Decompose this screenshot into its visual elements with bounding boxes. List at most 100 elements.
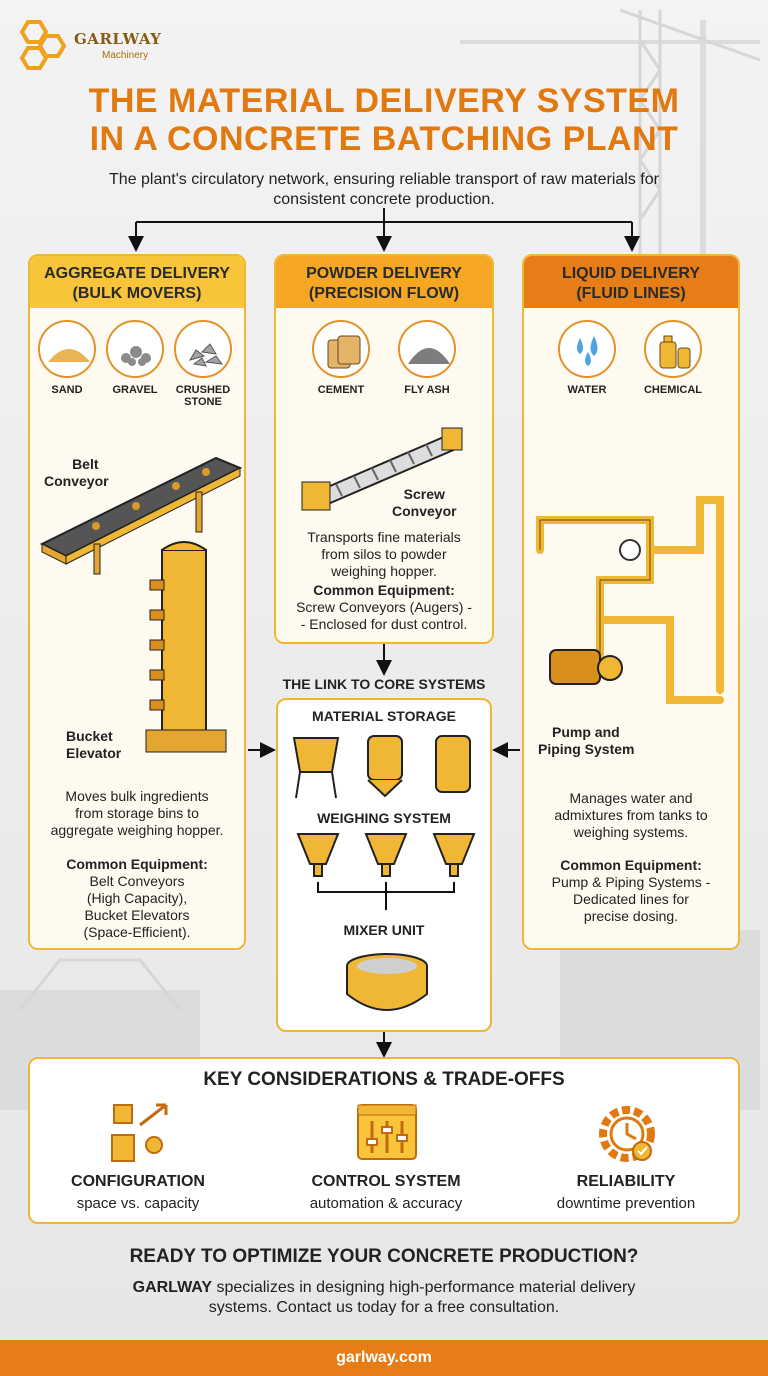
key-considerations-title: KEY CONSIDERATIONS & TRADE-OFFS xyxy=(203,1069,565,1090)
page-title: THE MATERIAL DELIVERY SYSTEM IN A CONCRE… xyxy=(0,82,768,158)
pump-piping-label: Pump and Piping System xyxy=(538,724,634,758)
mixer-unit-icon xyxy=(346,953,428,1011)
hexagon-logo-icon xyxy=(19,20,67,70)
brand-sub: Machinery xyxy=(102,50,149,61)
powder-desc-line-2: from silos to powder xyxy=(321,546,447,562)
liquid-delivery-panel: LIQUID DELIVERY (FLUID LINES) xyxy=(522,254,740,950)
core-systems-box: MATERIAL STORAGE WEIGHING SYSTEM MIXER U… xyxy=(276,698,492,1032)
configuration-desc: space vs. capacity xyxy=(76,1195,200,1212)
cta-text: GARLWAY specializes in designing high-pe… xyxy=(70,1278,698,1318)
belt-conveyor-label: Belt Conveyor xyxy=(44,456,109,490)
aggregate-title-line-2: (BULK MOVERS) xyxy=(72,285,202,302)
aggregate-common-label: Common Equipment: xyxy=(66,856,208,872)
bucket-elevator-icon xyxy=(145,541,227,753)
water-label: WATER xyxy=(567,384,607,396)
powder-title-line-1: POWDER DELIVERY xyxy=(306,265,462,282)
powder-desc-line-1: Transports fine materials xyxy=(307,529,461,545)
screw-conveyor-icon xyxy=(301,427,463,511)
pump-piping-icon xyxy=(536,496,724,704)
sand-label: SAND xyxy=(51,384,83,396)
mixer-unit-title: MIXER UNIT xyxy=(343,922,425,938)
aggregate-common-line-3: Bucket Elevators xyxy=(84,907,190,923)
powder-title-line-2: (PRECISION FLOW) xyxy=(308,285,460,302)
aggregate-description: Moves bulk ingredients from storage bins… xyxy=(30,788,244,839)
gravel-label: GRAVEL xyxy=(112,384,158,396)
crushed-stone-icon xyxy=(174,320,232,378)
aggregate-desc-line-3: aggregate weighing hopper. xyxy=(50,822,224,838)
liquid-desc-line-2: admixtures from tanks to xyxy=(554,807,708,823)
liquid-panel-header: LIQUID DELIVERY (FLUID LINES) xyxy=(524,256,738,308)
pump-label-line-1: Pump and xyxy=(552,724,620,740)
aggregate-title-line-1: AGGREGATE DELIVERY xyxy=(44,265,230,282)
cta-title: READY TO OPTIMIZE YOUR CONCRETE PRODUCTI… xyxy=(129,1246,639,1267)
liquid-title-line-2: (FLUID LINES) xyxy=(576,285,686,302)
liquid-desc-line-3: weighing systems. xyxy=(573,824,689,840)
aggregate-common-line-4: (Space-Efficient). xyxy=(83,924,191,940)
screw-conveyor-label: Screw Conveyor xyxy=(392,486,457,520)
liquid-common-line-3: precise dosing. xyxy=(583,908,679,924)
aggregate-panel-header: AGGREGATE DELIVERY (BULK MOVERS) xyxy=(30,256,244,308)
brand-name: GARLWAY xyxy=(74,30,162,48)
liquid-desc-line-1: Manages water and xyxy=(569,790,693,806)
key-considerations-box: KEY CONSIDERATIONS & TRADE-OFFS CONFIGUR… xyxy=(28,1057,740,1224)
elevator-label-line-1: Bucket xyxy=(66,728,113,744)
aggregate-desc-line-2: from storage bins to xyxy=(75,805,199,821)
liquid-panel-body xyxy=(524,308,738,948)
title-line-1: THE MATERIAL DELIVERY SYSTEM xyxy=(88,82,680,120)
cement-label: CEMENT xyxy=(317,384,365,396)
aggregate-common-equipment: Common Equipment: Belt Conveyors (High C… xyxy=(30,856,244,941)
configuration-item: CONFIGURATION space vs. capacity xyxy=(38,1101,238,1221)
control-system-item: CONTROL SYSTEM automation & accuracy xyxy=(286,1101,486,1221)
brand-logo[interactable]: GARLWAY Machinery xyxy=(12,18,161,74)
liquid-common-line-1: Pump & Piping Systems - xyxy=(551,874,711,890)
chemical-label: CHEMICAL xyxy=(643,384,703,396)
reliability-item: RELIABILITY downtime prevention xyxy=(526,1101,726,1221)
gravel-icon xyxy=(106,320,164,378)
cement-bag-icon xyxy=(312,320,370,378)
storage-silos-icon xyxy=(292,735,471,799)
core-link-label: THE LINK TO CORE SYSTEMS xyxy=(282,676,486,692)
belt-label-line-1: Belt xyxy=(72,456,99,472)
reliability-gear-icon xyxy=(599,1106,655,1162)
control-system-desc: automation & accuracy xyxy=(309,1195,463,1212)
liquid-description: Manages water and admixtures from tanks … xyxy=(524,790,738,841)
fly-ash-label: FLY ASH xyxy=(404,384,450,396)
cta-text-line-2: systems. Contact us today for a free con… xyxy=(208,1299,560,1316)
aggregate-desc-line-1: Moves bulk ingredients xyxy=(65,788,209,804)
control-panel-icon xyxy=(357,1104,417,1160)
powder-common-line-1: Screw Conveyors (Augers) - xyxy=(296,599,472,615)
reliability-name: RELIABILITY xyxy=(576,1173,676,1190)
page-subtitle: The plant's circulatory network, ensurin… xyxy=(109,171,659,208)
belt-label-line-2: Conveyor xyxy=(44,473,109,489)
powder-common-equipment: Common Equipment: Screw Conveyors (Auger… xyxy=(278,582,490,633)
crushed-stone-label: CRUSHED STONE xyxy=(172,384,234,408)
aggregate-panel-body xyxy=(30,308,244,948)
powder-common-label: Common Equipment: xyxy=(313,582,455,598)
sand-icon xyxy=(38,320,96,378)
aggregate-common-line-2: (High Capacity), xyxy=(86,890,188,906)
screw-label-line-2: Conveyor xyxy=(392,503,457,519)
crushed-label-line-2: STONE xyxy=(184,396,222,408)
reliability-desc: downtime prevention xyxy=(556,1195,696,1212)
footer-website-link[interactable]: garlway.com xyxy=(0,1340,768,1376)
elevator-label-line-2: Elevator xyxy=(66,745,122,761)
fly-ash-icon xyxy=(398,320,456,378)
screw-label-line-1: Screw xyxy=(403,486,445,502)
configuration-icon xyxy=(111,1103,168,1162)
liquid-title-line-1: LIQUID DELIVERY xyxy=(561,265,701,282)
powder-description: Transports fine materials from silos to … xyxy=(278,529,490,580)
powder-common-line-2: - Enclosed for dust control. xyxy=(300,616,468,632)
crushed-label-line-1: CRUSHED xyxy=(175,384,231,396)
weighing-hoppers-icon xyxy=(296,833,476,910)
chemical-bottles-icon xyxy=(644,320,702,378)
belt-conveyor-icon xyxy=(39,456,243,575)
bucket-elevator-label: Bucket Elevator xyxy=(66,728,121,762)
cta-text-line-1: specializes in designing high-performanc… xyxy=(212,1279,636,1296)
pump-label-line-2: Piping System xyxy=(538,741,635,757)
powder-panel-header: POWDER DELIVERY (PRECISION FLOW) xyxy=(276,256,492,308)
liquid-common-line-2: Dedicated lines for xyxy=(573,891,689,907)
cta-brand: GARLWAY xyxy=(132,1279,213,1296)
liquid-common-equipment: Common Equipment: Pump & Piping Systems … xyxy=(524,857,738,925)
title-line-2: IN A CONCRETE BATCHING PLANT xyxy=(89,120,679,158)
water-drop-icon xyxy=(558,320,616,378)
